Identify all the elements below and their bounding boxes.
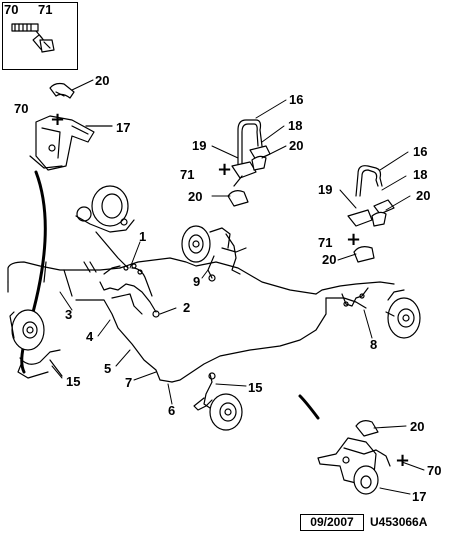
callout-70-inset: 70	[4, 2, 19, 17]
callout-70-bottom: 70	[427, 463, 442, 478]
callout-71-a: 71	[180, 167, 195, 182]
upper-left-disc	[181, 225, 247, 263]
callout-15-left: 15	[66, 374, 81, 389]
hose-assembly-a	[227, 119, 271, 207]
callout-18-a: 18	[288, 118, 303, 133]
lower-middle-disc	[205, 393, 243, 431]
callout-20-b2: 20	[322, 252, 337, 267]
diagram-reference: U453066A	[370, 515, 428, 529]
fastener-inset	[2, 2, 78, 70]
bracket-lower-right	[317, 420, 391, 495]
callout-3: 3	[65, 307, 73, 322]
brake-pipes	[7, 233, 395, 411]
bolt-icon	[11, 23, 55, 53]
callout-4: 4	[86, 329, 94, 344]
right-rear-disc	[385, 289, 421, 339]
plus-icon: +	[50, 109, 66, 130]
callout-8: 8	[370, 337, 378, 352]
callout-16-b: 16	[413, 144, 428, 159]
callout-19-a: 19	[192, 138, 207, 153]
leader-curve-lower	[298, 394, 320, 420]
callout-71-b: 71	[318, 235, 333, 250]
callout-17-bottom: 17	[412, 489, 427, 504]
callout-20-top: 20	[95, 73, 110, 88]
callout-20-b: 20	[416, 188, 431, 203]
callout-1: 1	[139, 229, 147, 244]
left-brake-disc	[9, 309, 63, 379]
callout-9: 9	[193, 274, 201, 289]
bracket-upper-left	[29, 82, 113, 171]
plus-icon: +	[346, 229, 362, 250]
callout-5: 5	[104, 361, 112, 376]
callout-6: 6	[168, 403, 176, 418]
plus-icon: +	[217, 159, 233, 180]
callout-2: 2	[183, 300, 191, 315]
plus-icon: +	[395, 450, 411, 471]
callout-20-a2: 20	[188, 189, 203, 204]
callout-71-inset: 71	[38, 2, 53, 17]
callout-18-b: 18	[413, 167, 428, 182]
callout-17-top: 17	[116, 120, 131, 135]
callout-7: 7	[125, 375, 133, 390]
master-cylinder	[75, 185, 135, 269]
hose-assembly-b	[347, 165, 395, 263]
callout-16-a: 16	[289, 92, 304, 107]
leader-lines	[51, 79, 425, 495]
callout-70-top: 70	[14, 101, 29, 116]
callout-15-mid: 15	[248, 380, 263, 395]
callout-20-a: 20	[289, 138, 304, 153]
callout-20-bottom: 20	[410, 419, 425, 434]
date-stamp: 09/2007	[300, 514, 364, 531]
callout-19-b: 19	[318, 182, 333, 197]
